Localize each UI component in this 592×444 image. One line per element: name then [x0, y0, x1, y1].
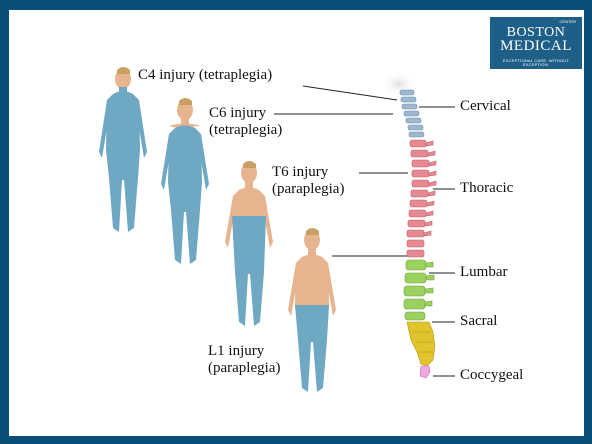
figure-c6: [161, 98, 209, 264]
label-thoracic: Thoracic: [460, 180, 513, 197]
label-c6-line2: (tetraplegia): [209, 122, 282, 139]
diagram-panel: CENTER BOSTON MEDICAL EXCEPTIONAL CARE. …: [9, 10, 584, 436]
label-l1-injury: L1 injury (paraplegia): [208, 343, 280, 377]
label-t6-line2: (paraplegia): [272, 181, 344, 198]
label-c6-line1: C6 injury: [209, 105, 282, 122]
label-c6-injury: C6 injury (tetraplegia): [209, 105, 282, 139]
label-sacral: Sacral: [460, 313, 497, 330]
label-l1-line1: L1 injury: [208, 343, 280, 360]
label-c4-line1: C4 injury (tetraplegia): [138, 67, 272, 84]
cervical-vertebrae: [400, 90, 424, 137]
label-t6-injury: T6 injury (paraplegia): [272, 164, 344, 198]
coccygeal-vertebrae: [420, 366, 430, 378]
spine: [381, 72, 436, 378]
figure-t6: [225, 161, 273, 326]
figure-c4: [99, 67, 147, 232]
label-c4-injury: C4 injury (tetraplegia): [138, 67, 272, 84]
thoracic-vertebrae: [407, 140, 436, 257]
figure-l1: [288, 228, 336, 392]
label-lumbar: Lumbar: [460, 264, 507, 281]
lumbar-vertebrae: [404, 260, 434, 320]
label-cervical: Cervical: [460, 98, 511, 115]
sacral-vertebrae: [407, 322, 435, 366]
label-coccygeal: Coccygeal: [460, 367, 523, 384]
label-t6-line1: T6 injury: [272, 164, 344, 181]
label-l1-line2: (paraplegia): [208, 360, 280, 377]
